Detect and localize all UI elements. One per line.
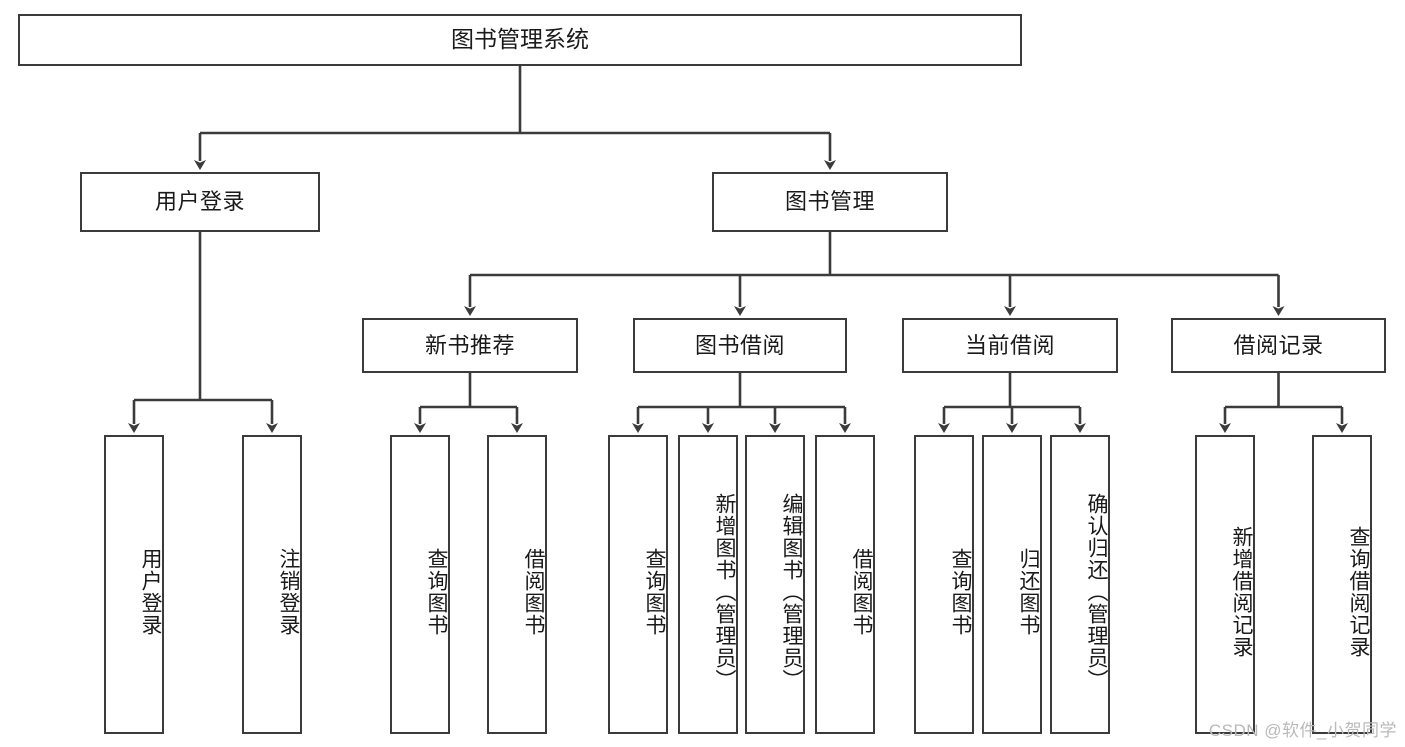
node-leaf-query-book-1[interactable]: 查询图书 xyxy=(390,435,450,734)
node-leaf-add-book[interactable]: 新增图书（管理员） xyxy=(678,435,738,734)
node-leaf-query-book-3[interactable]: 查询图书 xyxy=(914,435,974,734)
node-label: 图书管理 xyxy=(784,189,875,215)
node-current-borrow[interactable]: 当前借阅 xyxy=(902,318,1118,373)
node-book-borrow[interactable]: 图书借阅 xyxy=(633,318,847,373)
node-label: 归还图书 xyxy=(1017,547,1040,636)
node-label: 确认归还（管理员） xyxy=(1085,492,1108,691)
node-label: 新增图书（管理员） xyxy=(713,492,736,691)
node-new-book-rec[interactable]: 新书推荐 xyxy=(362,318,578,373)
node-leaf-logout-login[interactable]: 注销登录 xyxy=(242,435,302,734)
csdn-watermark: CSDN @软件_小贺同学 xyxy=(1208,721,1397,740)
node-leaf-query-book-2[interactable]: 查询图书 xyxy=(608,435,668,734)
node-label: 当前借阅 xyxy=(964,332,1055,358)
node-label: 查询图书 xyxy=(425,547,448,636)
node-label: 借阅记录 xyxy=(1233,332,1324,358)
node-label: 用户登录 xyxy=(139,547,162,636)
node-label: 新增借阅记录 xyxy=(1230,525,1253,658)
node-root[interactable]: 图书管理系统 xyxy=(18,14,1022,66)
node-leaf-borrow-book-1[interactable]: 借阅图书 xyxy=(487,435,547,734)
node-leaf-add-record[interactable]: 新增借阅记录 xyxy=(1195,435,1255,734)
node-label: 编辑图书（管理员） xyxy=(780,492,803,691)
node-label: 查询图书 xyxy=(643,547,666,636)
node-leaf-return-book[interactable]: 归还图书 xyxy=(982,435,1042,734)
node-leaf-query-record[interactable]: 查询借阅记录 xyxy=(1312,435,1372,734)
node-label: 新书推荐 xyxy=(424,332,515,358)
node-label: 图书管理系统 xyxy=(451,26,589,53)
node-label: 查询图书 xyxy=(949,547,972,636)
node-label: 用户登录 xyxy=(154,189,245,215)
node-book-manage[interactable]: 图书管理 xyxy=(712,172,948,232)
node-user-login[interactable]: 用户登录 xyxy=(80,172,320,232)
node-leaf-confirm-return[interactable]: 确认归还（管理员） xyxy=(1050,435,1110,734)
node-label: 查询借阅记录 xyxy=(1347,525,1370,658)
node-leaf-user-login[interactable]: 用户登录 xyxy=(104,435,164,734)
node-label: 借阅图书 xyxy=(850,547,873,636)
node-borrow-record[interactable]: 借阅记录 xyxy=(1171,318,1386,373)
node-label: 图书借阅 xyxy=(694,332,785,358)
node-leaf-borrow-book-2[interactable]: 借阅图书 xyxy=(815,435,875,734)
node-leaf-edit-book[interactable]: 编辑图书（管理员） xyxy=(745,435,805,734)
node-label: 注销登录 xyxy=(277,547,300,636)
node-label: 借阅图书 xyxy=(522,547,545,636)
